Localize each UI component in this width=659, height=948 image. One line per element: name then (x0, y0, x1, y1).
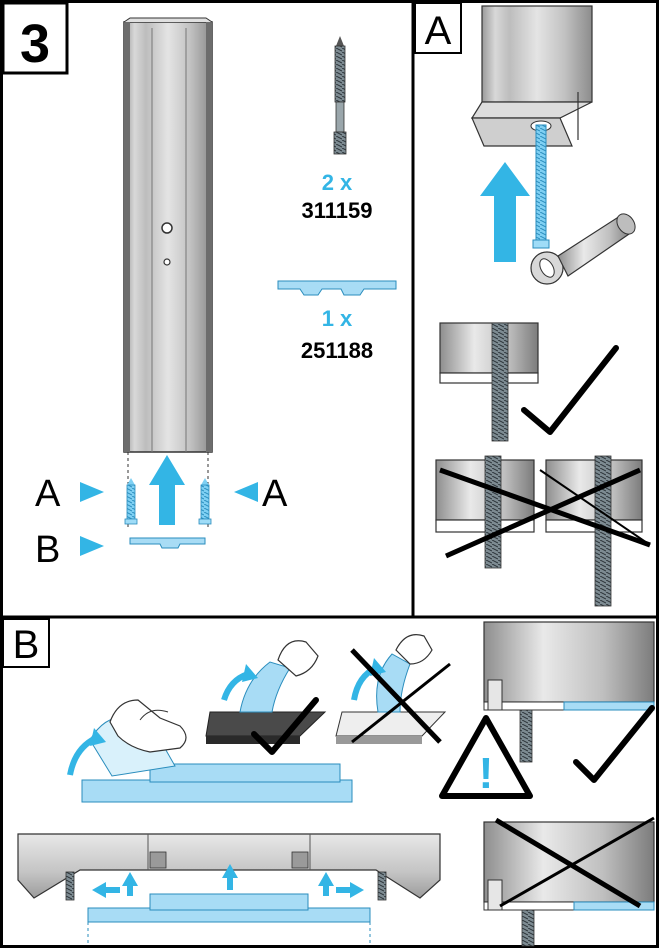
bottom-guide-lines (87, 922, 371, 946)
callout-left-a: A (35, 473, 104, 515)
wrench-icon (530, 213, 636, 285)
step-number-box: 3 (1, 1, 69, 75)
incorrect-peel-detail (335, 634, 447, 744)
cross-peel-icon (350, 648, 451, 744)
rail-end-bracket (470, 5, 593, 147)
correct-peel-detail (205, 640, 327, 744)
vertical-rail (123, 17, 213, 453)
incorrect-fit-detail-right (545, 455, 643, 607)
long-screw-blue (532, 124, 550, 249)
panel-b-label: B (13, 623, 40, 667)
callout-left-a-letter: A (35, 473, 61, 515)
warning-triangle-icon: ! (439, 715, 533, 799)
cross-right-icon (494, 816, 655, 909)
position-arrows (92, 864, 364, 898)
part-1-qty: 2 x (322, 170, 353, 195)
screw-a-left (124, 478, 138, 525)
cross-icon (439, 467, 651, 559)
callout-left-b: B (35, 529, 104, 571)
right-correct-detail (483, 621, 655, 763)
part-plate-illustration (277, 280, 397, 296)
warning-symbol: ! (479, 749, 494, 798)
checkmark-peel-icon (251, 697, 319, 755)
part-screw-illustration (333, 36, 347, 155)
callout-right-a-arrow (234, 482, 258, 502)
panel-a-label-box: A (414, 2, 462, 54)
tighten-up-arrow (480, 162, 530, 262)
part-2-code: 251188 (301, 338, 373, 363)
callout-right-a-letter: A (262, 473, 288, 515)
callout-left-b-letter: B (35, 529, 60, 571)
callout-right-a: A (234, 473, 288, 515)
right-incorrect-detail (483, 821, 655, 947)
plate-b (129, 537, 206, 549)
step-number: 3 (20, 14, 50, 74)
panel-b-label-box: B (2, 618, 50, 668)
part-2-qty: 1 x (322, 306, 353, 331)
callout-left-a-arrow (80, 482, 104, 502)
panel-a-label: A (425, 9, 452, 53)
bottom-adhesive-plate (87, 893, 371, 923)
correct-fit-detail (439, 322, 539, 442)
callout-left-b-arrow (80, 536, 104, 556)
rail-hole-small (163, 258, 171, 266)
checkmark-icon (521, 345, 619, 435)
hand-peeling-icon (109, 699, 187, 753)
screw-a-right (198, 478, 212, 525)
checkmark-right-icon (573, 705, 655, 783)
rail-hole-large (161, 222, 173, 234)
part-1-code: 311159 (302, 198, 373, 223)
insert-up-arrow (149, 455, 185, 525)
